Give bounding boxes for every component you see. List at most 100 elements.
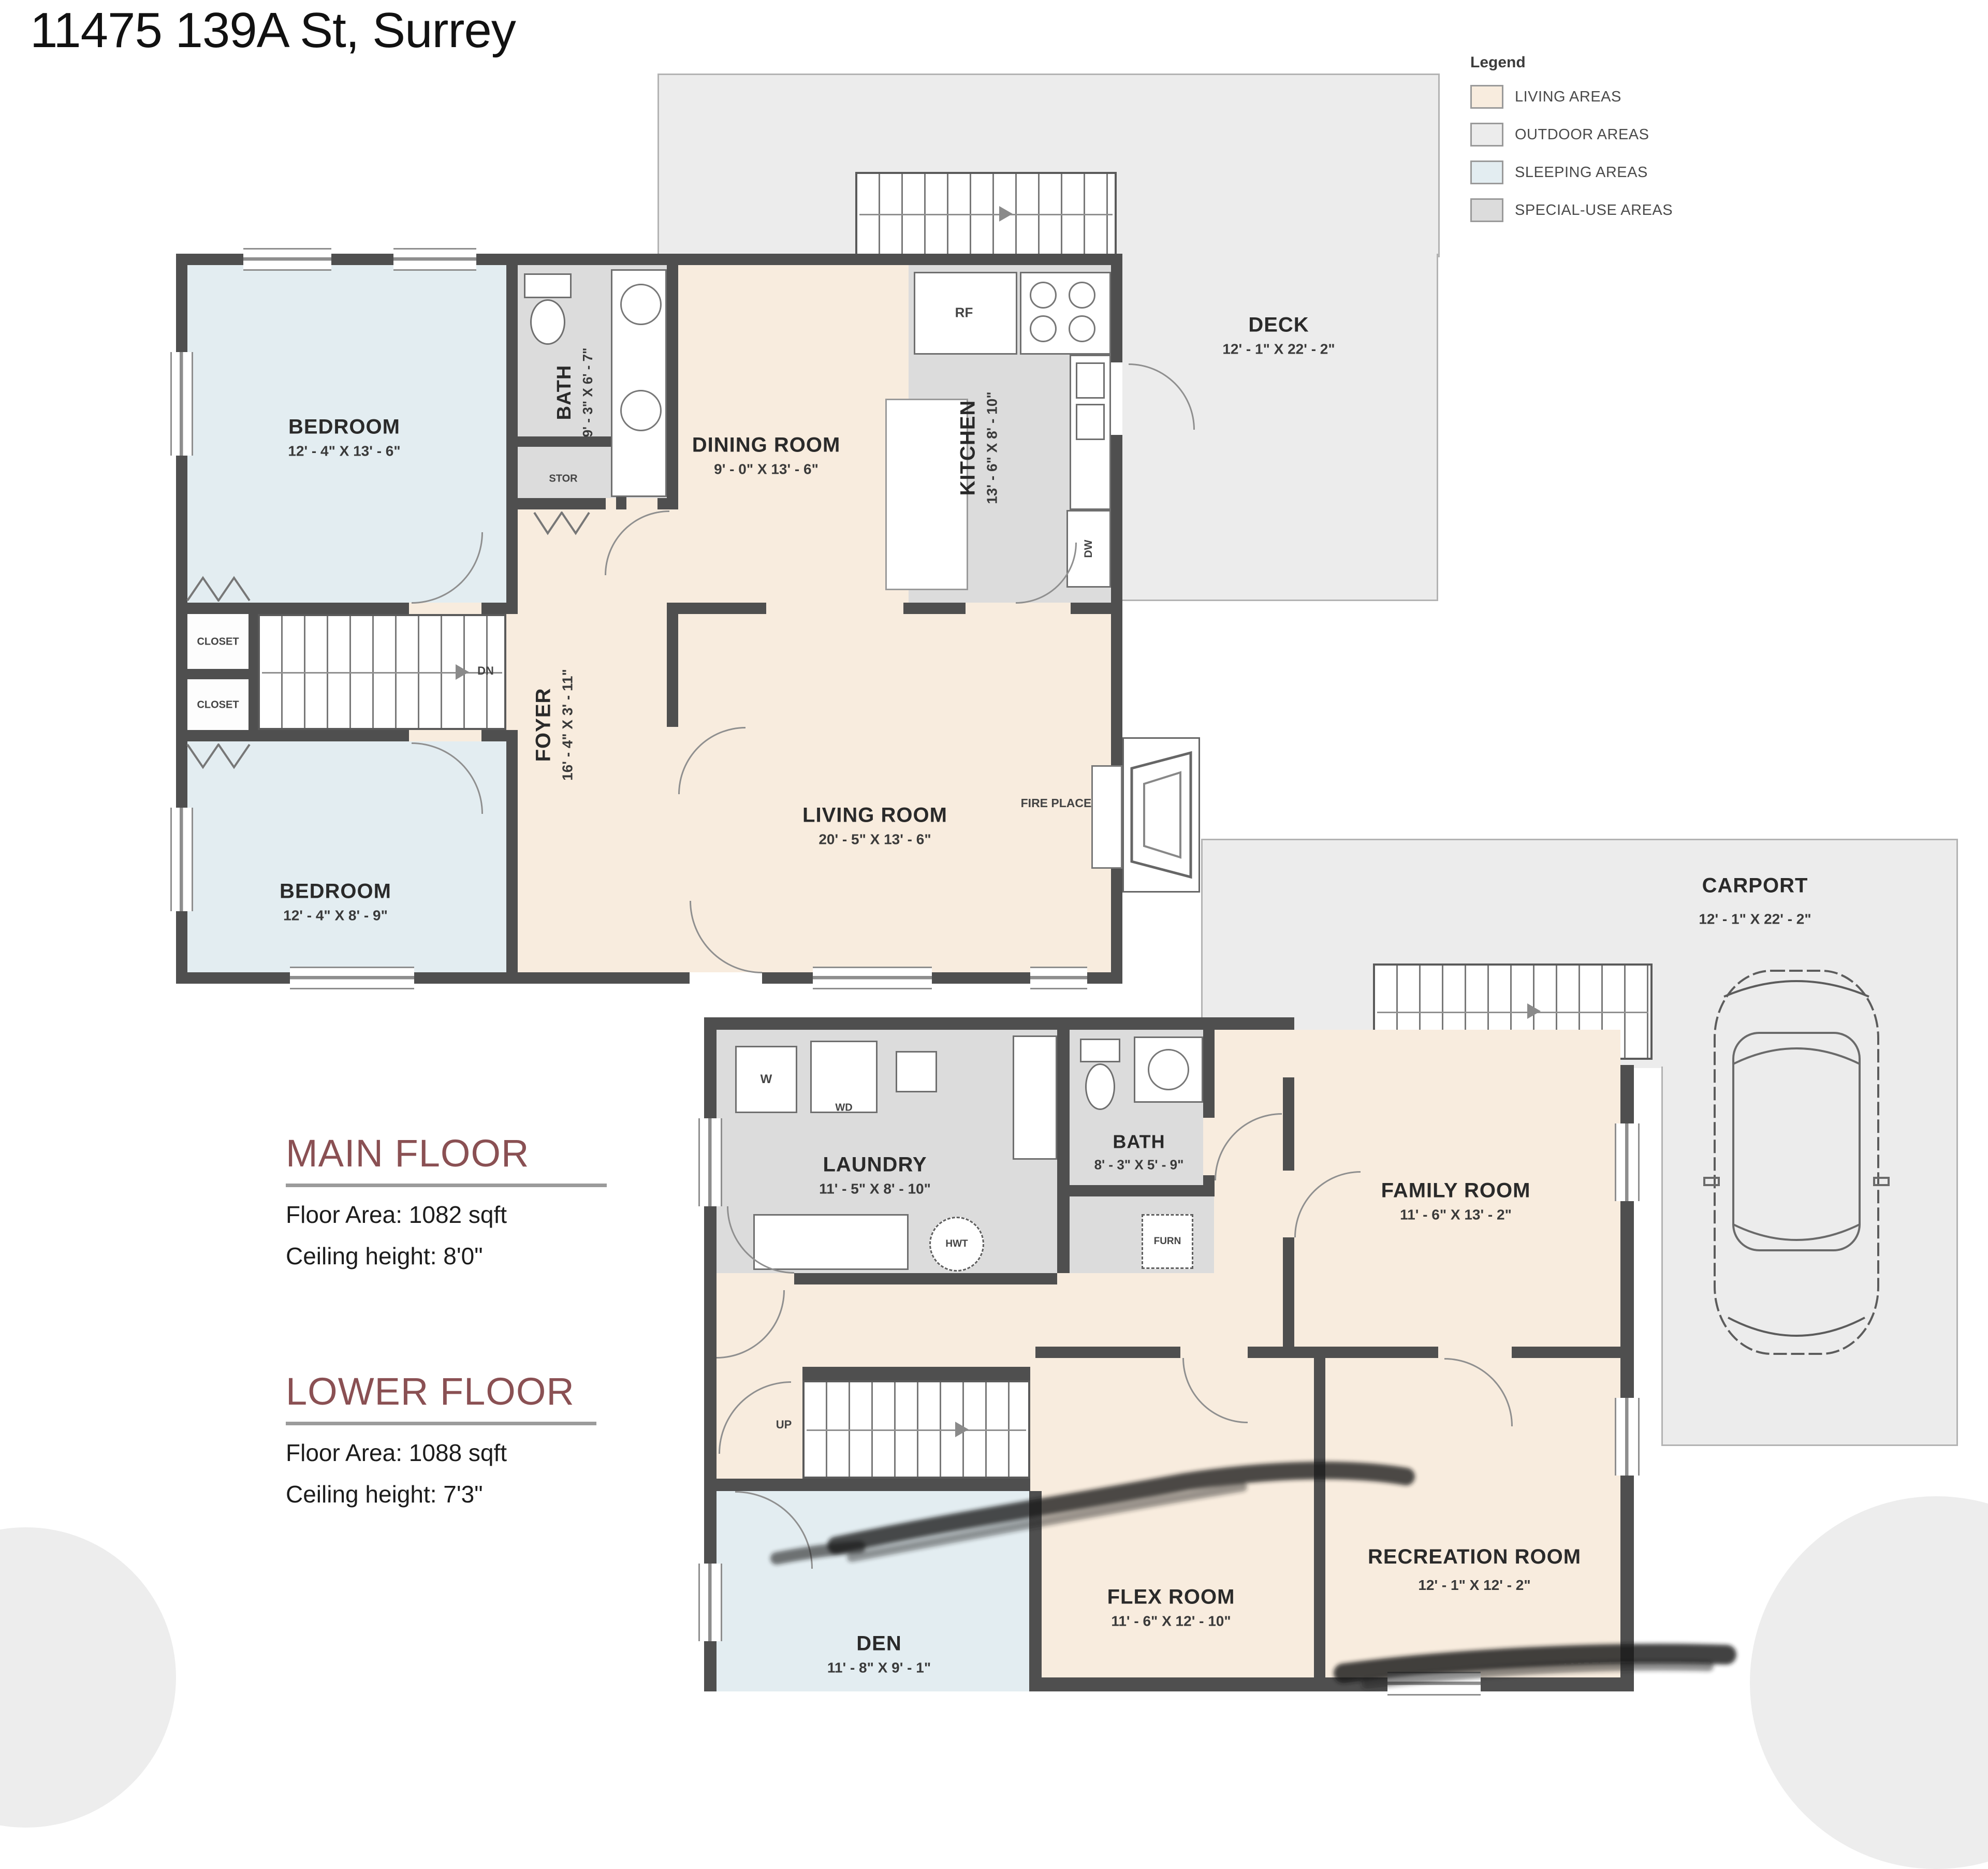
- wall: [481, 603, 518, 614]
- wall: [1283, 1237, 1294, 1347]
- room-dims: 11' - 5" X 8' - 10": [819, 1180, 931, 1197]
- legend: Legend LIVING AREAS OUTDOOR AREAS SLEEPI…: [1470, 54, 1673, 236]
- room-dims: 8' - 3" X 5' - 9": [1094, 1157, 1184, 1173]
- room-name: LAUNDRY: [823, 1153, 927, 1176]
- legend-label: OUTDOOR AREAS: [1515, 126, 1649, 143]
- main-floor-heading: MAIN FLOOR: [286, 1132, 530, 1175]
- room-name: BATH: [1113, 1131, 1165, 1152]
- dn-label: DN: [477, 664, 494, 677]
- toilet-bowl: [530, 299, 565, 345]
- washer: [735, 1046, 797, 1113]
- room-name: CARPORT: [1702, 874, 1808, 897]
- wall: [794, 1273, 1057, 1284]
- living-label: LIVING ROOM 20' - 5" X 13' - 6": [802, 804, 947, 848]
- utility-closet: [1013, 1035, 1057, 1160]
- living-areas-swatch: [1470, 85, 1503, 109]
- wall: [1512, 1347, 1634, 1358]
- legend-heading: Legend: [1470, 54, 1526, 71]
- burner: [1069, 315, 1095, 342]
- wall: [1203, 1030, 1215, 1118]
- wall: [802, 1367, 1030, 1380]
- den-label: DEN 11' - 8" X 9' - 1": [827, 1632, 931, 1676]
- laundry-sink: [896, 1051, 937, 1092]
- window: [1030, 967, 1087, 989]
- window: [813, 967, 932, 989]
- room-dims: 11' - 6" X 12' - 10": [1111, 1613, 1231, 1629]
- kitchen-island: [885, 399, 968, 590]
- window: [393, 248, 476, 271]
- bath-sink: [620, 284, 662, 325]
- sleeping-areas-swatch: [1470, 160, 1503, 184]
- closet-top-floor: [187, 614, 248, 669]
- room-name: CLOSET: [197, 699, 239, 711]
- wall: [1070, 1185, 1215, 1196]
- divider: [286, 1422, 596, 1425]
- furnace: [1142, 1214, 1193, 1269]
- room-name: DEN: [856, 1632, 902, 1655]
- wall: [1283, 1347, 1438, 1358]
- special-use-areas-swatch: [1470, 198, 1503, 222]
- lower-floor-info: LOWER FLOOR Floor Area: 1088 sqft Ceilin…: [286, 1369, 596, 1508]
- burner: [1030, 315, 1057, 342]
- room-name: CLOSET: [197, 636, 239, 648]
- closet-bottom-label: CLOSET: [197, 699, 239, 711]
- main-stairs-arrow: [456, 664, 469, 680]
- wall: [657, 498, 678, 509]
- entry-door-gap: [690, 972, 762, 984]
- lower-stairs: [802, 1380, 1030, 1479]
- wd-label: WD: [835, 1102, 853, 1114]
- room-name: DECK: [1248, 313, 1309, 337]
- lower-floor-ceiling: Ceiling height: 7'3": [286, 1481, 483, 1508]
- stairs-up-label: UP: [776, 1418, 792, 1432]
- room-name: BEDROOM: [288, 415, 400, 439]
- window: [170, 808, 193, 911]
- wall: [1071, 603, 1111, 614]
- wall: [518, 498, 606, 509]
- up-label: UP: [776, 1418, 792, 1431]
- bath-sink: [1148, 1049, 1189, 1090]
- wall: [481, 730, 518, 741]
- room-name: FIRE PLACE: [1020, 796, 1092, 810]
- wall: [1314, 1358, 1325, 1679]
- wall: [1030, 1677, 1634, 1691]
- wall: [1035, 1347, 1180, 1358]
- room-dims: 12' - 1" X 22' - 2": [1222, 341, 1335, 357]
- wall: [667, 265, 678, 509]
- washer-label: W: [761, 1072, 772, 1087]
- furn-label: FURN: [1154, 1236, 1181, 1247]
- wall: [176, 603, 409, 614]
- window: [698, 1118, 722, 1206]
- wall: [1248, 1347, 1283, 1358]
- deck-label: DECK 12' - 1" X 22' - 2": [1222, 314, 1335, 358]
- fireplace-insert: [1130, 751, 1192, 879]
- stor-label: STOR: [549, 473, 577, 485]
- wall: [1029, 1491, 1042, 1691]
- window: [1387, 1672, 1481, 1696]
- window: [243, 248, 331, 271]
- room-name: STOR: [549, 473, 578, 485]
- laundry-label: LAUNDRY 11' - 5" X 8' - 10": [819, 1153, 931, 1198]
- legend-row-living: LIVING AREAS: [1470, 85, 1673, 109]
- deck-door-gap: [1111, 362, 1122, 435]
- rec-label: RECREATION ROOM 12' - 1" X 12' - 2": [1361, 1544, 1588, 1594]
- room-dims: 9' - 0" X 13' - 6": [714, 461, 818, 477]
- room-name: FAMILY ROOM: [1381, 1179, 1531, 1202]
- toilet-tank: [1080, 1039, 1120, 1062]
- room-name: LIVING ROOM: [802, 804, 947, 827]
- legend-row-special: SPECIAL-USE AREAS: [1470, 198, 1673, 222]
- window: [1615, 1123, 1640, 1201]
- legend-label: SPECIAL-USE AREAS: [1515, 201, 1673, 218]
- deck-stairs: [855, 172, 1117, 256]
- kitchen-sink: [1076, 362, 1105, 399]
- family-label: FAMILY ROOM 11' - 6" X 13' - 2": [1381, 1179, 1531, 1223]
- lower-bath-label: BATH 8' - 3" X 5' - 9": [1094, 1131, 1184, 1173]
- hwt-label-text: HWT: [945, 1238, 968, 1249]
- room-dims: 12' - 4" X 8' - 9": [283, 907, 388, 924]
- room-name: RECREATION ROOM: [1367, 1545, 1582, 1568]
- wall: [717, 1479, 1030, 1491]
- window: [1615, 1398, 1640, 1476]
- legend-label: SLEEPING AREAS: [1515, 164, 1648, 181]
- wall: [187, 669, 248, 679]
- deck-stairs-arrow: [999, 206, 1013, 222]
- burner: [1069, 282, 1095, 309]
